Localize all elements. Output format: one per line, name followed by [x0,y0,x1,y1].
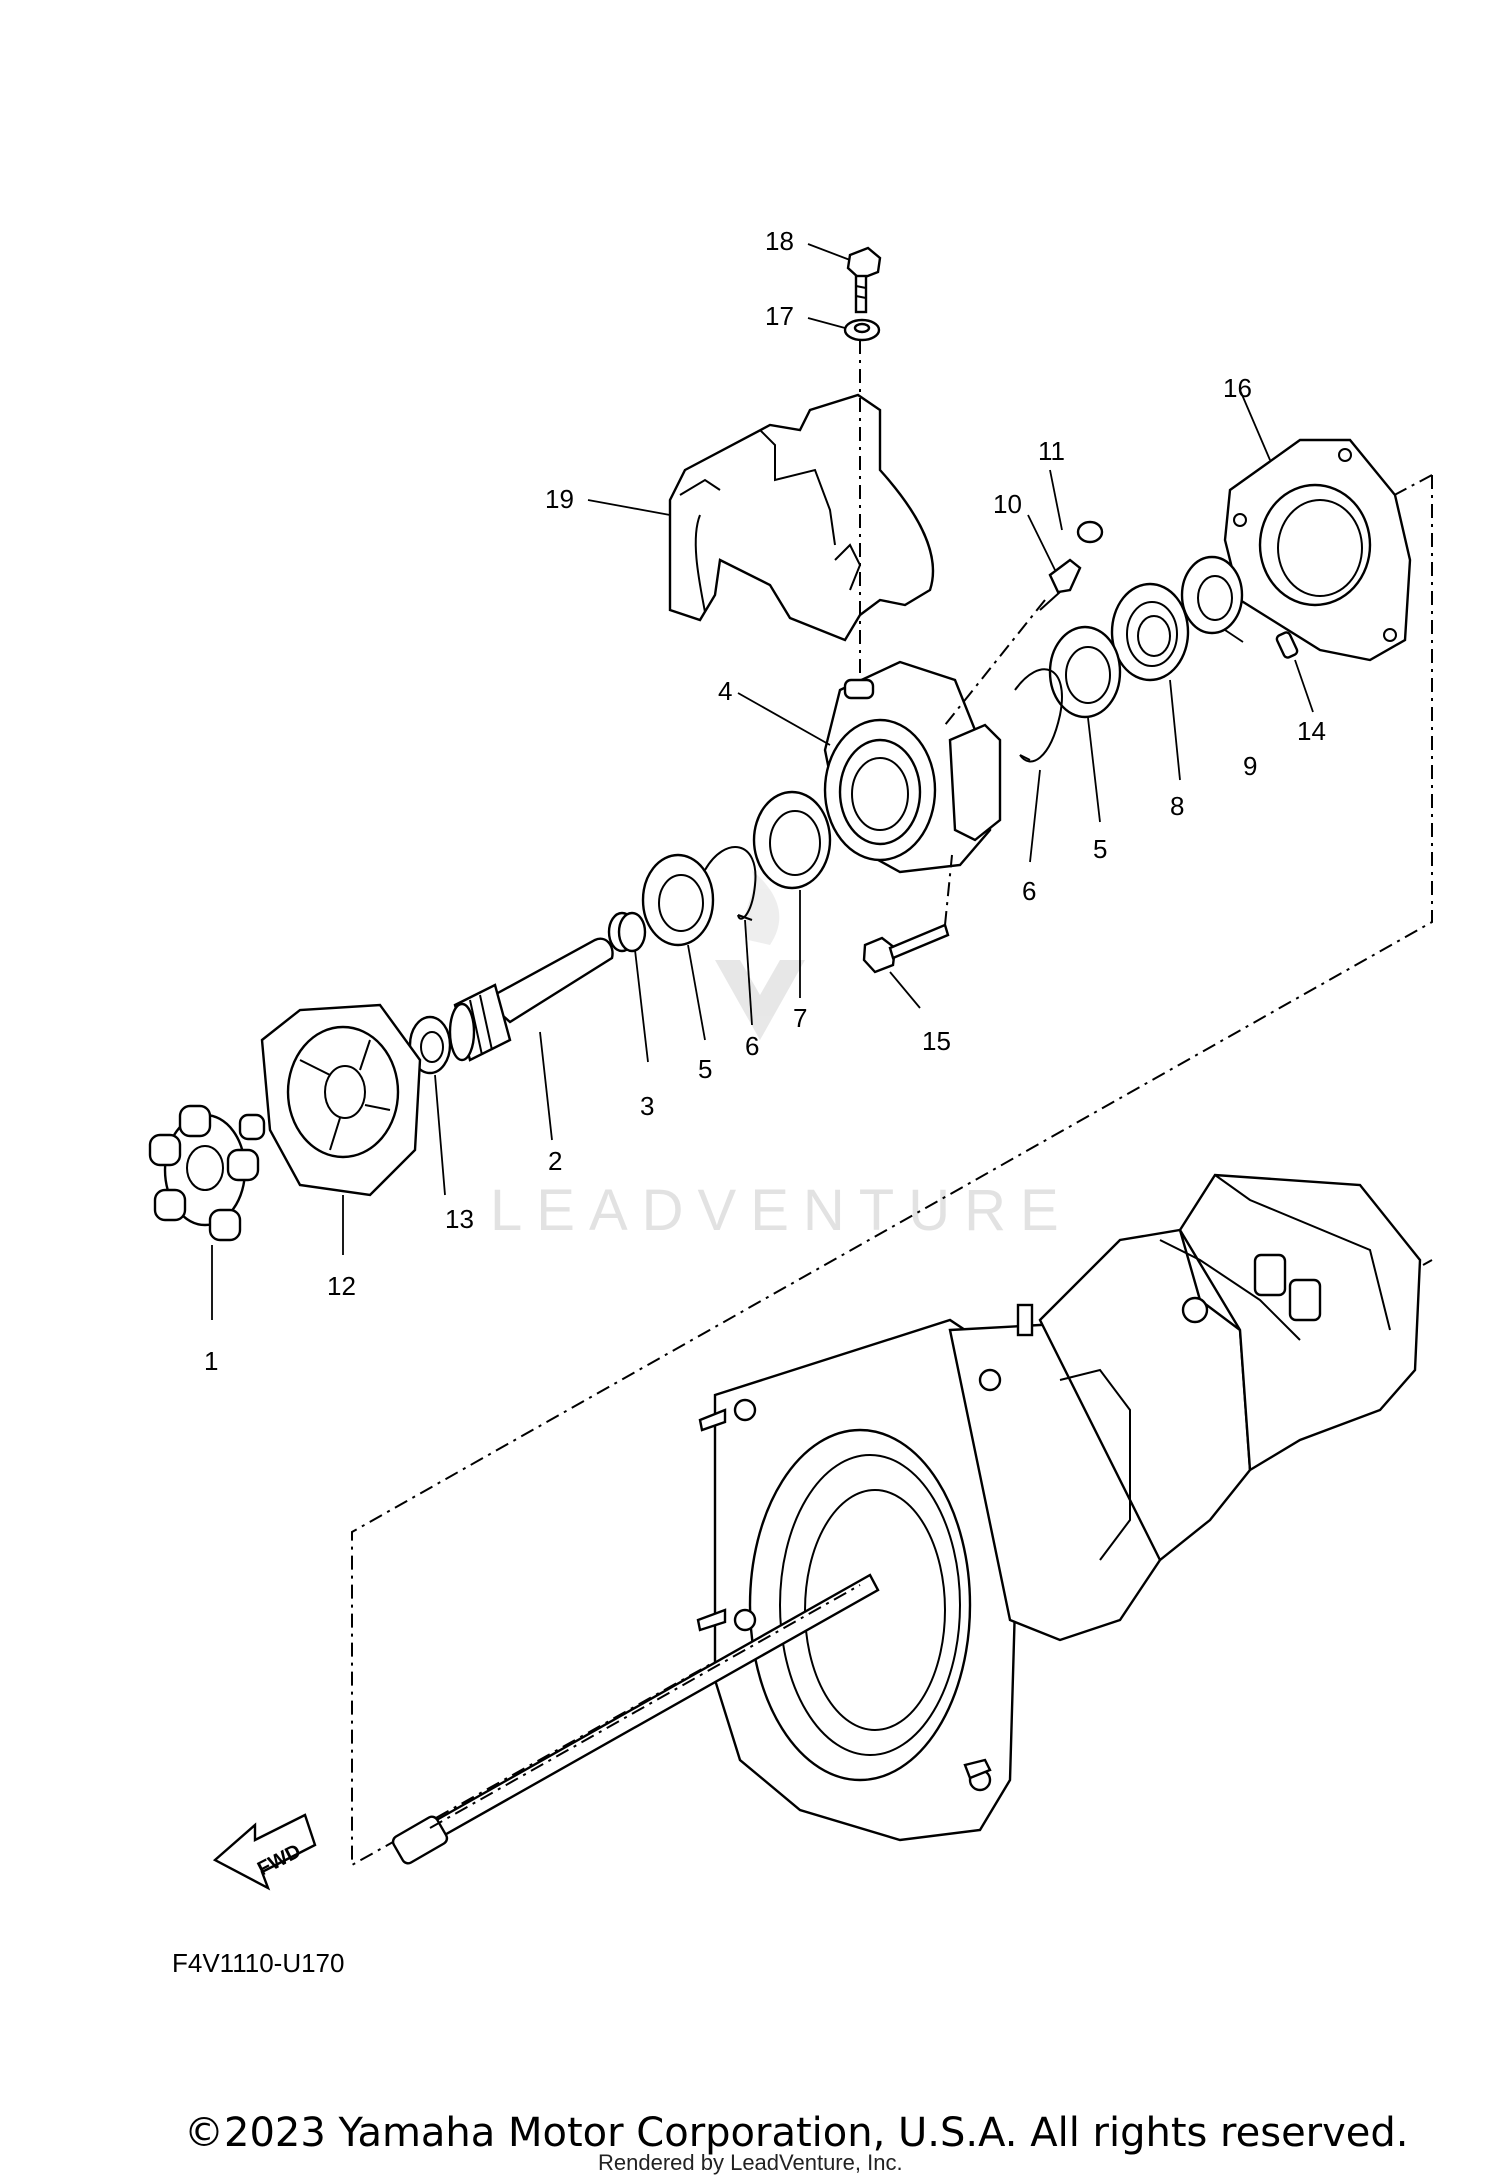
callout-2: 2 [548,1146,562,1176]
callout-9: 9 [1243,751,1257,781]
part-14-pin [1275,631,1299,659]
part-17-washer [843,318,881,342]
part-2-shaft [448,937,614,1062]
callout-15: 15 [922,1026,951,1056]
part-1-damper [148,1104,266,1242]
assembly-outline [351,474,1433,1867]
part-15-bolt [862,923,950,974]
watermark-text: LEADVENTURE [490,1178,1073,1243]
callout-5-right: 5 [1093,834,1107,864]
fwd-arrow-icon: FWD [212,1813,317,1891]
part-12-coupling [260,1003,422,1197]
part-6-circlip-right [1014,668,1063,763]
callout-11: 11 [1038,436,1065,466]
part-6-circlip-left [704,846,757,921]
callout-3: 3 [640,1091,654,1121]
part-18-bolt [846,246,882,314]
part-19-cover [668,393,935,642]
part-3-rings [607,911,647,953]
drive-shaft [391,1573,880,1865]
callout-17: 17 [765,301,794,331]
part-16-cover-plate [1223,438,1412,662]
callout-13: 13 [445,1204,474,1234]
callout-6-left: 6 [745,1031,759,1061]
part-7-bearing [752,790,832,890]
render-credit: Rendered by LeadVenture, Inc. [598,2150,903,2175]
part-9-seal [1180,555,1244,635]
part-11-cap [1076,520,1104,544]
callout-8: 8 [1170,791,1184,821]
callout-1: 1 [204,1346,218,1376]
callout-14: 14 [1297,716,1326,746]
callout-16: 16 [1223,373,1252,403]
part-5-bearing-right [1048,625,1122,719]
part-4-housing [823,660,1002,874]
leader-lines [211,243,1314,1320]
part-10-grease-fitting [1039,558,1082,611]
callout-4: 4 [718,676,732,706]
callout-labels: 18 17 19 4 11 10 16 14 9 8 5 6 7 15 6 5 … [204,226,1326,1376]
figure-code: F4V1110-U170 [172,1948,344,1978]
part-8-bearing [1110,582,1190,682]
part-5-bearing-left [641,853,715,947]
callout-5-left: 5 [698,1054,712,1084]
callout-6-right: 6 [1022,876,1036,906]
copyright-notice: ©2023 Yamaha Motor Corporation, U.S.A. A… [184,2110,1409,2156]
callout-10: 10 [993,489,1022,519]
callout-19: 19 [545,484,574,514]
callout-12: 12 [327,1271,356,1301]
callout-18: 18 [765,226,794,256]
watermark-logo [715,870,805,1040]
callout-7: 7 [793,1003,807,1033]
